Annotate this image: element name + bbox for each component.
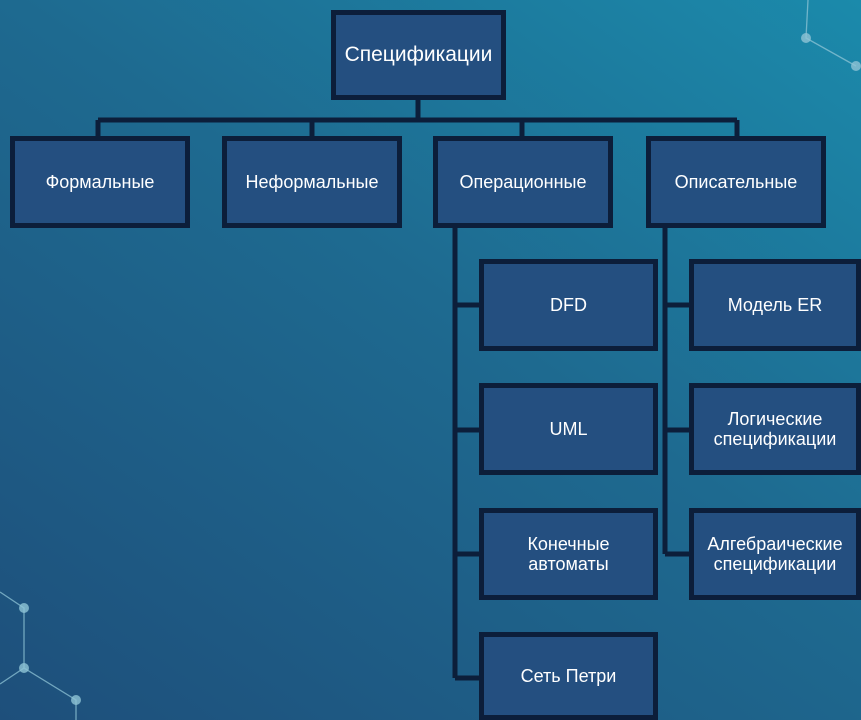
decorative-dots [19,33,861,705]
decor-dot [71,695,81,705]
decor-line-bottom [0,591,77,720]
node-descriptive: Описательные [646,136,826,228]
decor-dot [19,603,29,613]
decor-dot [851,61,861,71]
decor-line-top [805,0,857,67]
node-uml: UML [479,383,658,475]
node-operational: Операционные [433,136,613,228]
node-informal: Неформальные [222,136,402,228]
node-petri-net: Сеть Петри [479,632,658,720]
node-finite-automata: Конечные автоматы [479,508,658,600]
decor-dot [801,33,811,43]
node-er-model: Модель ER [689,259,861,351]
node-root: Спецификации [331,10,506,100]
node-logical-specs: Логические спецификации [689,383,861,475]
node-dfd: DFD [479,259,658,351]
node-algebraic-specs: Алгебраические спецификации [689,508,861,600]
node-formal: Формальные [10,136,190,228]
decor-dot [19,663,29,673]
